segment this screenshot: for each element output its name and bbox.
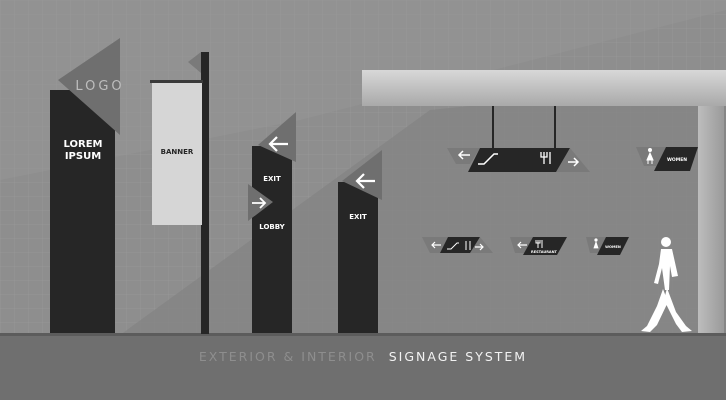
column: [698, 106, 724, 335]
arrow-left-icon: [268, 136, 288, 152]
right-tab: [556, 148, 590, 172]
label-panel: [597, 237, 629, 255]
fork-knife-icon: [540, 152, 551, 164]
women-text: WOMEN: [667, 157, 687, 163]
woman-icon: [593, 238, 599, 249]
arrow-left-icon: [355, 173, 375, 189]
escalator-icon: [447, 242, 459, 250]
banner-pole: BANNER: [150, 52, 209, 334]
hanging-directional-sign: [447, 106, 590, 172]
small-directional-sign: [422, 237, 493, 253]
restaurant-text: RESTAURANT: [531, 250, 557, 254]
pole: [201, 52, 209, 334]
escalator-icon: [478, 153, 498, 165]
arrow-right-icon: [568, 157, 580, 167]
totem-label-1: LOREM: [64, 139, 103, 150]
exit-text: EXIT: [263, 175, 281, 183]
floor: [0, 333, 726, 400]
walking-person-figure: [641, 237, 692, 332]
label-panel: [654, 147, 698, 171]
pole-flag-tip: [188, 52, 201, 73]
totem-body: [252, 146, 292, 333]
arrow-right-icon: [252, 197, 267, 209]
lobby-text: LOBBY: [259, 223, 285, 231]
caption-part-1: EXTERIOR & INTERIOR: [199, 349, 377, 364]
women-text: WOMEN: [605, 245, 621, 249]
woman-icon: [646, 148, 654, 164]
logo-text: LOGO: [75, 79, 124, 94]
caption-part-2: SIGNAGE SYSTEM: [389, 349, 527, 364]
totem-label-2: IPSUM: [65, 151, 101, 162]
arrow-right-icon: [475, 243, 484, 251]
fork-knife-icon: [465, 241, 471, 250]
exit-text: EXIT: [349, 213, 367, 221]
banner-text: BANNER: [161, 148, 194, 156]
exit-totem: EXIT: [338, 150, 382, 333]
banner-bracket: [150, 80, 203, 83]
exit-lobby-totem: EXIT LOBBY: [248, 112, 296, 333]
logo-totem: LOGO LOREM IPSUM: [50, 38, 124, 333]
ceiling-beam: [362, 70, 726, 106]
arrow-left-icon: [431, 241, 441, 249]
fork-knife-icon: [535, 240, 543, 248]
restaurant-sign: RESTAURANT: [510, 237, 567, 255]
left-tab: [447, 148, 480, 164]
floor-edge: [0, 333, 726, 336]
arrow-left-icon: [517, 241, 527, 249]
women-wall-sign: WOMEN: [636, 147, 698, 171]
totem-body: [338, 182, 378, 333]
main-panel: [468, 148, 570, 172]
totem-head: [58, 38, 120, 135]
totem-body: [50, 90, 115, 333]
women-small-sign: WOMEN: [586, 237, 629, 255]
banner-panel: [152, 83, 202, 225]
arrow-left-icon: [457, 150, 470, 160]
main-panel: [523, 237, 567, 255]
caption: EXTERIOR & INTERIOR SIGNAGE SYSTEM: [199, 349, 527, 364]
